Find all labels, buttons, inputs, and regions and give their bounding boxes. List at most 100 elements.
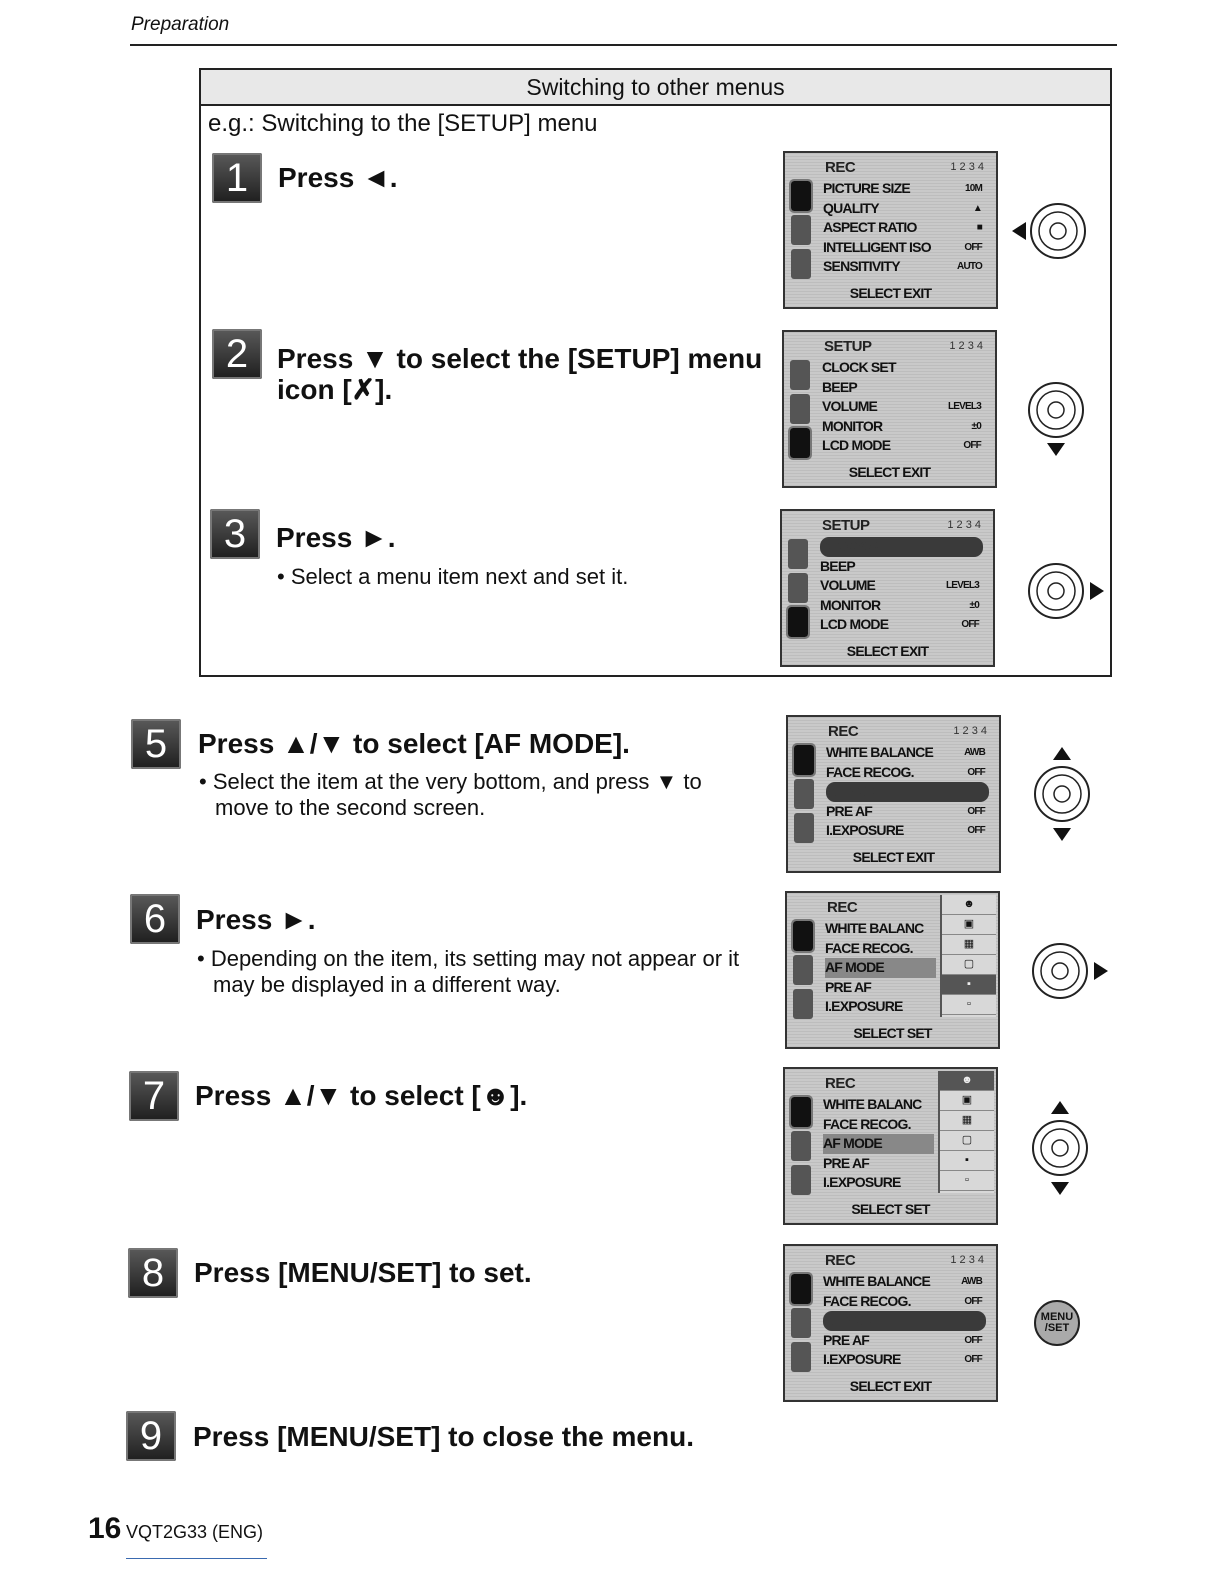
- step-5-note-line2: move to the second screen.: [215, 795, 486, 820]
- menu-row: FACE RECOG.: [823, 1115, 911, 1132]
- menu-row: FACE RECOG.OFF: [823, 1292, 983, 1309]
- screen-footer: SELECT EXIT: [852, 849, 935, 865]
- setup-tab-icon: [788, 426, 812, 460]
- screen-footer: SELECT SET: [853, 1025, 932, 1041]
- step-badge-7: 7: [129, 1071, 179, 1121]
- example-text: e.g.: Switching to the [SETUP] menu: [208, 110, 598, 137]
- screen-head: SETUP: [824, 338, 872, 355]
- rec-tab-icon: [789, 1095, 813, 1129]
- step-8-title: Press [MENU/SET] to set.: [194, 1257, 532, 1288]
- step-7-title: Press ▲/▼ to select [☻].: [195, 1080, 528, 1111]
- header-rule: [130, 44, 1117, 46]
- face-detection-icon: ☻: [942, 895, 996, 915]
- step-badge-2: 2: [212, 329, 262, 379]
- setup-tab-icon: [786, 605, 810, 639]
- one-area-icon: ▫: [940, 1171, 994, 1191]
- motion-tab-icon: [793, 955, 813, 985]
- face-detection-icon: ☻: [940, 1071, 994, 1091]
- step-badge-6: 6: [130, 894, 180, 944]
- document-code: VQT2G33 (ENG): [126, 1522, 264, 1542]
- area-icon: ▢: [942, 955, 996, 975]
- motion-tab-icon: [788, 573, 808, 603]
- screen-page: 1 2 3 4: [949, 340, 983, 352]
- setup-tab-icon: [791, 1165, 811, 1195]
- rec-tab-icon: [790, 360, 810, 390]
- menu-row: WHITE BALANC: [825, 920, 924, 936]
- dial-right-icon: [1032, 943, 1108, 999]
- step-9-title: Press [MENU/SET] to close the menu.: [193, 1421, 694, 1452]
- rec-tab-icon: [789, 179, 813, 213]
- setup-tab-icon: [793, 989, 813, 1019]
- multi-area-icon: ▦: [940, 1111, 994, 1131]
- menu-row-selected: AF MODE: [826, 782, 989, 802]
- motion-tab-icon: [791, 1131, 811, 1161]
- rec-tab-icon: [788, 539, 808, 569]
- section-header: Preparation: [131, 14, 230, 35]
- screen-head: REC: [828, 723, 859, 740]
- menu-row: WHITE BALANC: [823, 1096, 922, 1112]
- step-badge-1: 1: [212, 153, 262, 203]
- menu-row-selected: CLOCK SET: [820, 537, 983, 557]
- step-6-note-line2: may be displayed in a different way.: [213, 972, 561, 997]
- step-6-title: Press ►.: [196, 904, 316, 935]
- rec-tab-icon: [792, 743, 816, 777]
- dial-right-icon: [1028, 563, 1104, 619]
- switching-menus-box: [199, 68, 1112, 677]
- rec-tab-icon: [791, 919, 815, 953]
- menu-row: BEEP: [822, 378, 858, 395]
- screen-head: REC: [827, 899, 858, 916]
- menu-row: QUALITY▲: [823, 199, 983, 216]
- screen-footer: SELECT EXIT: [849, 1378, 932, 1394]
- menu-set-label: MENU /SET: [1040, 1311, 1074, 1334]
- menu-row: BEEP: [820, 557, 856, 574]
- step-badge-3: 3: [210, 509, 260, 559]
- setup-tab-icon: [791, 249, 811, 279]
- step-3-note: Select a menu item next and set it.: [277, 564, 629, 590]
- motion-tab-icon: [791, 215, 811, 245]
- menu-row: I.EXPOSURE: [825, 998, 903, 1014]
- menu-row: FACE RECOG.OFF: [826, 763, 986, 780]
- af-tracking-icon: ▣: [942, 915, 996, 935]
- step-5-note-line1: Select the item at the very bottom, and …: [199, 769, 702, 795]
- spot-icon: ▪: [942, 975, 996, 995]
- setup-tab-icon: [794, 813, 814, 843]
- motion-tab-icon: [790, 394, 810, 424]
- step-2-title-line2: icon [✗].: [277, 374, 393, 405]
- menu-row: MONITOR±0: [820, 596, 980, 613]
- dial-up-down-icon: [1032, 1101, 1088, 1195]
- step-badge-5: 5: [131, 719, 181, 769]
- menu-set-button-icon: MENU /SET: [1034, 1300, 1080, 1346]
- menu-row: FACE RECOG.: [825, 939, 913, 956]
- screen-head: REC: [825, 1252, 856, 1269]
- menu-row-selected: AF MODE: [823, 1134, 934, 1154]
- page-number: 16: [88, 1512, 122, 1545]
- af-mode-options: ☻▣▦▢▪▫: [938, 1071, 994, 1193]
- box-title: Switching to other menus: [201, 70, 1110, 106]
- af-tracking-icon: ▣: [940, 1091, 994, 1111]
- menu-row: PRE AF: [823, 1154, 870, 1171]
- step-badge-9: 9: [126, 1411, 176, 1461]
- menu-row: ASPECT RATIO■: [823, 219, 983, 235]
- step-3-title: Press ►.: [276, 522, 396, 553]
- menu-row: PRE AF: [825, 978, 872, 995]
- screen-head: REC: [825, 1075, 856, 1092]
- step-2-title-line1: Press ▼ to select the [SETUP] menu: [277, 343, 763, 374]
- motion-tab-icon: [794, 779, 814, 809]
